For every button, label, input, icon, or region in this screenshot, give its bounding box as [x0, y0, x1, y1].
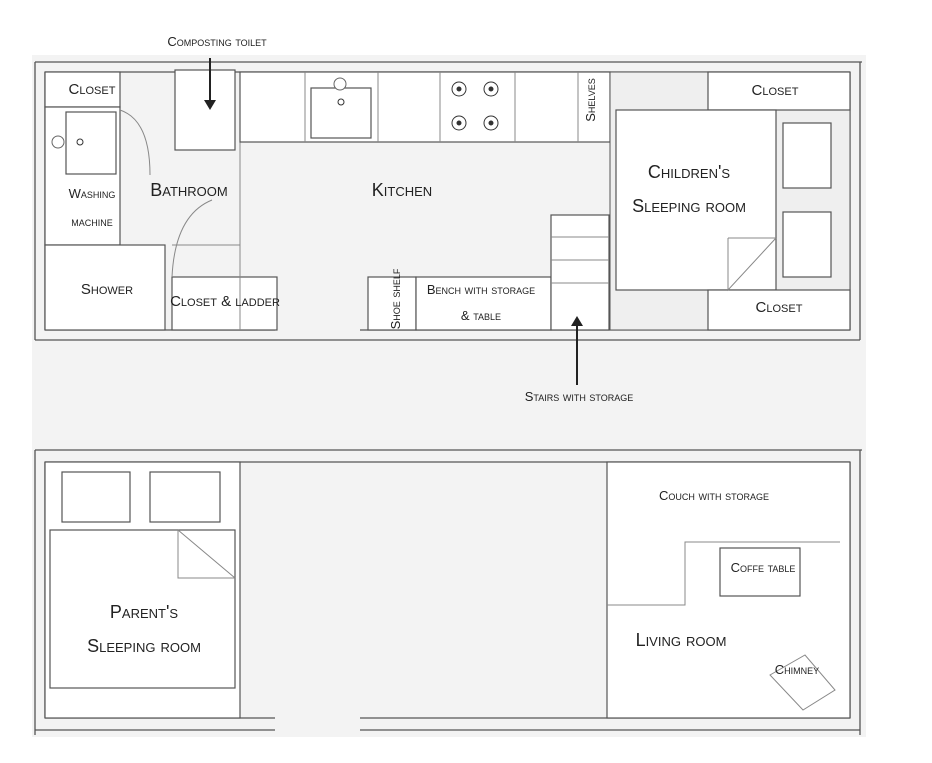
stove-burners — [451, 81, 499, 131]
label-shoe-shelf: Shoe shelf — [388, 268, 403, 329]
label-shower: Shower — [81, 281, 133, 298]
sink — [65, 111, 117, 175]
lower-floor — [34, 449, 862, 735]
label-coffee-table: Coffe table — [731, 560, 796, 575]
label-bathroom: Bathroom — [150, 180, 227, 200]
label-childrens-1: Children's — [648, 162, 731, 182]
bench-with-storage — [415, 276, 552, 331]
label-living-room: Living room — [636, 630, 727, 650]
upper-floor — [34, 58, 862, 385]
label-kitchen: Kitchen — [372, 180, 432, 200]
shower — [44, 244, 166, 331]
pillow-1 — [61, 471, 131, 523]
bed-child-1 — [782, 122, 832, 189]
label-closet-lower-right: Closet — [756, 299, 803, 316]
label-parents-1: Parent's — [110, 602, 179, 622]
label-stairs: Stairs with storage — [525, 389, 634, 404]
composting-toilet — [174, 69, 236, 151]
chimney — [769, 654, 836, 711]
kitchen-counter — [239, 71, 611, 143]
closet-right-lower — [707, 289, 851, 331]
bed-child-2 — [782, 211, 832, 278]
label-couch: Couch with storage — [659, 488, 769, 503]
label-bench-2: & table — [461, 308, 501, 323]
closet-ladder — [171, 276, 278, 331]
label-closet-ladder: Closet & ladder — [170, 293, 280, 310]
label-washing: Washing — [69, 186, 116, 201]
label-closet: Closet — [69, 81, 116, 98]
label-composting-toilet: Composting toilet — [167, 34, 267, 49]
stairs-with-storage — [550, 214, 610, 331]
label-chimney: Chimney — [775, 662, 819, 677]
childrens-sleeping-room — [615, 109, 777, 291]
labels: Composting toilet Closet Washing machine… — [69, 34, 820, 677]
bed-parents — [49, 529, 236, 689]
label-bench-1: Bench with storage — [427, 282, 535, 297]
pillow-2 — [149, 471, 221, 523]
label-closet-top-right: Closet — [752, 82, 799, 99]
kitchen-sink — [310, 87, 372, 139]
label-childrens-2: Sleeping room — [632, 196, 746, 216]
label-parents-2: Sleeping room — [87, 636, 201, 656]
label-shelves: Shelves — [583, 78, 598, 122]
label-machine: machine — [71, 214, 113, 229]
coffee-table — [719, 547, 801, 597]
closet-top-right — [707, 71, 851, 111]
shoe-shelf — [367, 276, 417, 331]
